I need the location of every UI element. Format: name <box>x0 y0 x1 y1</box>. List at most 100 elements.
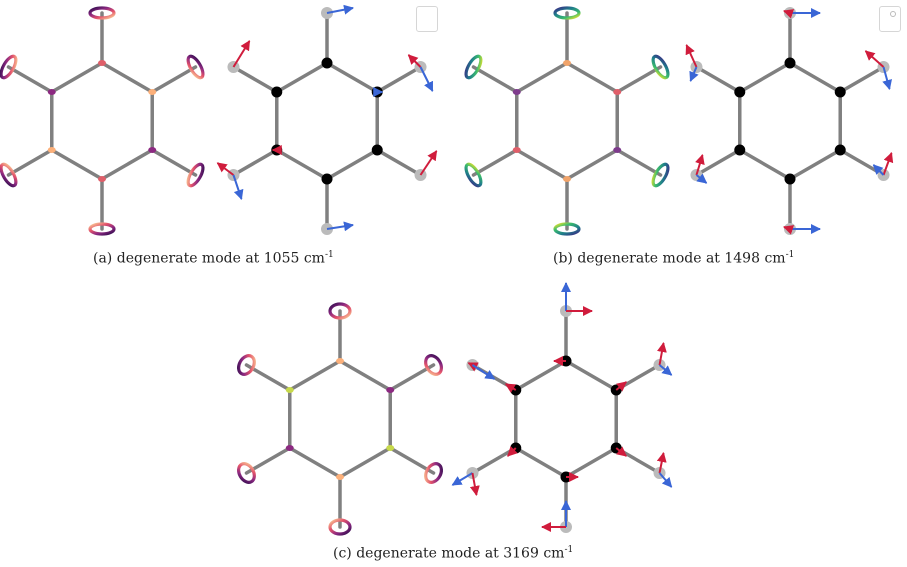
panel-a-left-ring-bond <box>100 61 154 94</box>
panel-c-left-carbon-orbit <box>386 387 395 393</box>
panel-b-left-hydrogen-orbit <box>553 6 581 20</box>
caption-a-letter: (a) <box>93 250 113 267</box>
panel-b-right-displacement-arrow <box>882 66 892 90</box>
panel-c-left-carbon-orbit <box>285 387 294 393</box>
panel-a-right-ring-bond <box>325 148 379 181</box>
panel-c-right-displacement-arrow <box>467 362 479 372</box>
panel-a-left-ch-bond <box>6 65 54 94</box>
caption-c-letter: (c) <box>333 545 352 562</box>
panel-c-right-displacement-arrow <box>658 472 673 488</box>
panel-b-left-hydrogen-orbit <box>464 54 483 80</box>
panel-a-left-carbon-orbit <box>47 89 56 95</box>
panel-b-left-carbon-orbit <box>563 176 571 182</box>
panel-b-left-ch-bond <box>615 148 663 177</box>
panel-b-right-carbon-atom <box>734 86 746 98</box>
panel-c-right-displacement-arrow <box>615 446 628 457</box>
panel-b-right-ch-bond <box>694 148 742 177</box>
panel-a-left-hydrogen-orbit <box>186 162 205 188</box>
panel-b-left-carbon-orbit <box>512 89 521 95</box>
panel-b-left-ring-bond <box>565 148 619 181</box>
panel-a-right-ring-bond <box>275 148 329 181</box>
panel-a-left-hydrogen-orbit <box>88 6 116 20</box>
panel-c-right-ring-bond <box>564 446 618 479</box>
panel-a-left-ch-bond <box>6 148 54 177</box>
caption-c-exponent: -1 <box>564 545 574 555</box>
panel-a-left-hydrogen-orbit <box>0 162 18 188</box>
panel-a-right-displacement-arrow <box>326 4 354 15</box>
panel-a-right-carbon-atom <box>321 173 333 185</box>
panel-c-left-carbon-orbit <box>336 358 344 364</box>
panel-b-right-displacement-arrow <box>695 173 708 184</box>
panel-c-left-hydrogen-orbit <box>424 354 443 376</box>
panel-c-left-ring-bond <box>338 446 392 479</box>
panel-b-right-displacement-arrow <box>872 164 885 176</box>
panel-c-right-displacement-arrow <box>471 364 496 380</box>
panel-c-right-ch-bond <box>614 363 662 392</box>
panel-b-right-displacement-arrow <box>783 225 795 235</box>
panel-a-right-carbon-atom <box>371 144 383 156</box>
panel-b-right-ch-bond <box>838 65 886 94</box>
caption-a: (a) degenerate mode at 1055 cm-1 <box>93 250 334 267</box>
panel-c-left-ring-bond <box>288 446 342 479</box>
caption-a-exponent: -1 <box>324 250 334 260</box>
panel-b-left-ch-bond <box>471 148 519 177</box>
panel-b-right-ch-bond <box>694 65 742 94</box>
panel-b-right-ring-bond <box>788 61 842 94</box>
panel-a-left-carbon-orbit <box>148 89 157 95</box>
panel-b-left-ring-bond <box>515 148 569 181</box>
panel-b-left-ring-bond <box>565 61 619 94</box>
panel-c-right-displacement-arrow <box>469 472 480 496</box>
panel-c-left-carbon-orbit <box>285 445 294 451</box>
caption-c-label: degenerate mode at 3169 cm <box>356 545 565 562</box>
panel-a-right-displacement-arrow <box>232 174 244 200</box>
panel-c-left-ring-bond <box>338 359 392 392</box>
panel-a-right-displacement-arrow <box>216 162 235 176</box>
panel-a-right-carbon-atom <box>321 57 333 69</box>
panel-c-left-hydrogen-orbit <box>328 518 352 536</box>
panel-c-right-ch-bond <box>614 446 662 475</box>
panel-b-right-displacement-arrow <box>864 50 885 68</box>
panel-c-left-hydrogen-orbit <box>424 462 443 484</box>
panel-b-right-carbon-atom <box>834 144 846 156</box>
panel-a-right-ring-bond <box>275 61 329 94</box>
panel-a-left-ring-bond <box>50 148 104 181</box>
panel-c-left-hydrogen-orbit <box>237 462 256 484</box>
panel-a-right-carbon-atom <box>271 86 283 98</box>
panel-a-right-ch-bond <box>375 148 423 177</box>
panel-a-right-displacement-arrow <box>419 66 434 92</box>
panel-a-left-ch-bond <box>150 148 198 177</box>
panel-c-left-carbon-orbit <box>386 445 395 451</box>
caption-a-label: degenerate mode at 1055 cm <box>116 250 325 267</box>
panel-b-left-hydrogen-orbit <box>464 162 483 188</box>
legend-box-icon <box>416 6 438 32</box>
caption-b-exponent: -1 <box>785 250 795 260</box>
legend-dot-icon <box>890 11 896 17</box>
panel-b-left-carbon-orbit <box>613 147 622 153</box>
panel-b-left-ch-bond <box>471 65 519 94</box>
panel-a-left-ring-bond <box>100 148 154 181</box>
panel-a-left-carbon-orbit <box>98 176 106 182</box>
panel-b-left-hydrogen-orbit <box>553 222 581 236</box>
caption-c: (c) degenerate mode at 3169 cm-1 <box>333 545 573 562</box>
panel-a-right-displacement-arrow <box>419 150 438 176</box>
panel-b-right-ch-bond <box>838 148 886 177</box>
panel-b-right-carbon-atom <box>734 144 746 156</box>
panel-a-left-carbon-orbit <box>148 147 157 153</box>
panel-a-left-hydrogen-orbit <box>88 222 116 236</box>
panel-c-left-carbon-orbit <box>336 474 344 480</box>
panel-b-left-ch-bond <box>615 65 663 94</box>
panel-a-left-hydrogen-orbit <box>186 54 205 80</box>
panel-a-right-displacement-arrow <box>407 54 422 68</box>
panel-c-right-displacement-arrow <box>504 383 517 393</box>
panel-c-right-displacement-arrow <box>657 342 667 366</box>
panel-b-right-carbon-atom <box>784 57 796 69</box>
caption-b: (b) degenerate mode at 1498 cm-1 <box>553 250 794 267</box>
panel-a-right-displacement-arrow <box>326 221 354 232</box>
panel-b-right-ring-bond <box>788 148 842 181</box>
panel-b-right-carbon-atom <box>834 86 846 98</box>
panel-b-left-carbon-orbit <box>563 60 571 66</box>
panel-b-left-carbon-orbit <box>512 147 521 153</box>
panel-c-right-displacement-arrow <box>615 381 628 392</box>
panel-b-right-displacement-arrow <box>783 9 795 19</box>
